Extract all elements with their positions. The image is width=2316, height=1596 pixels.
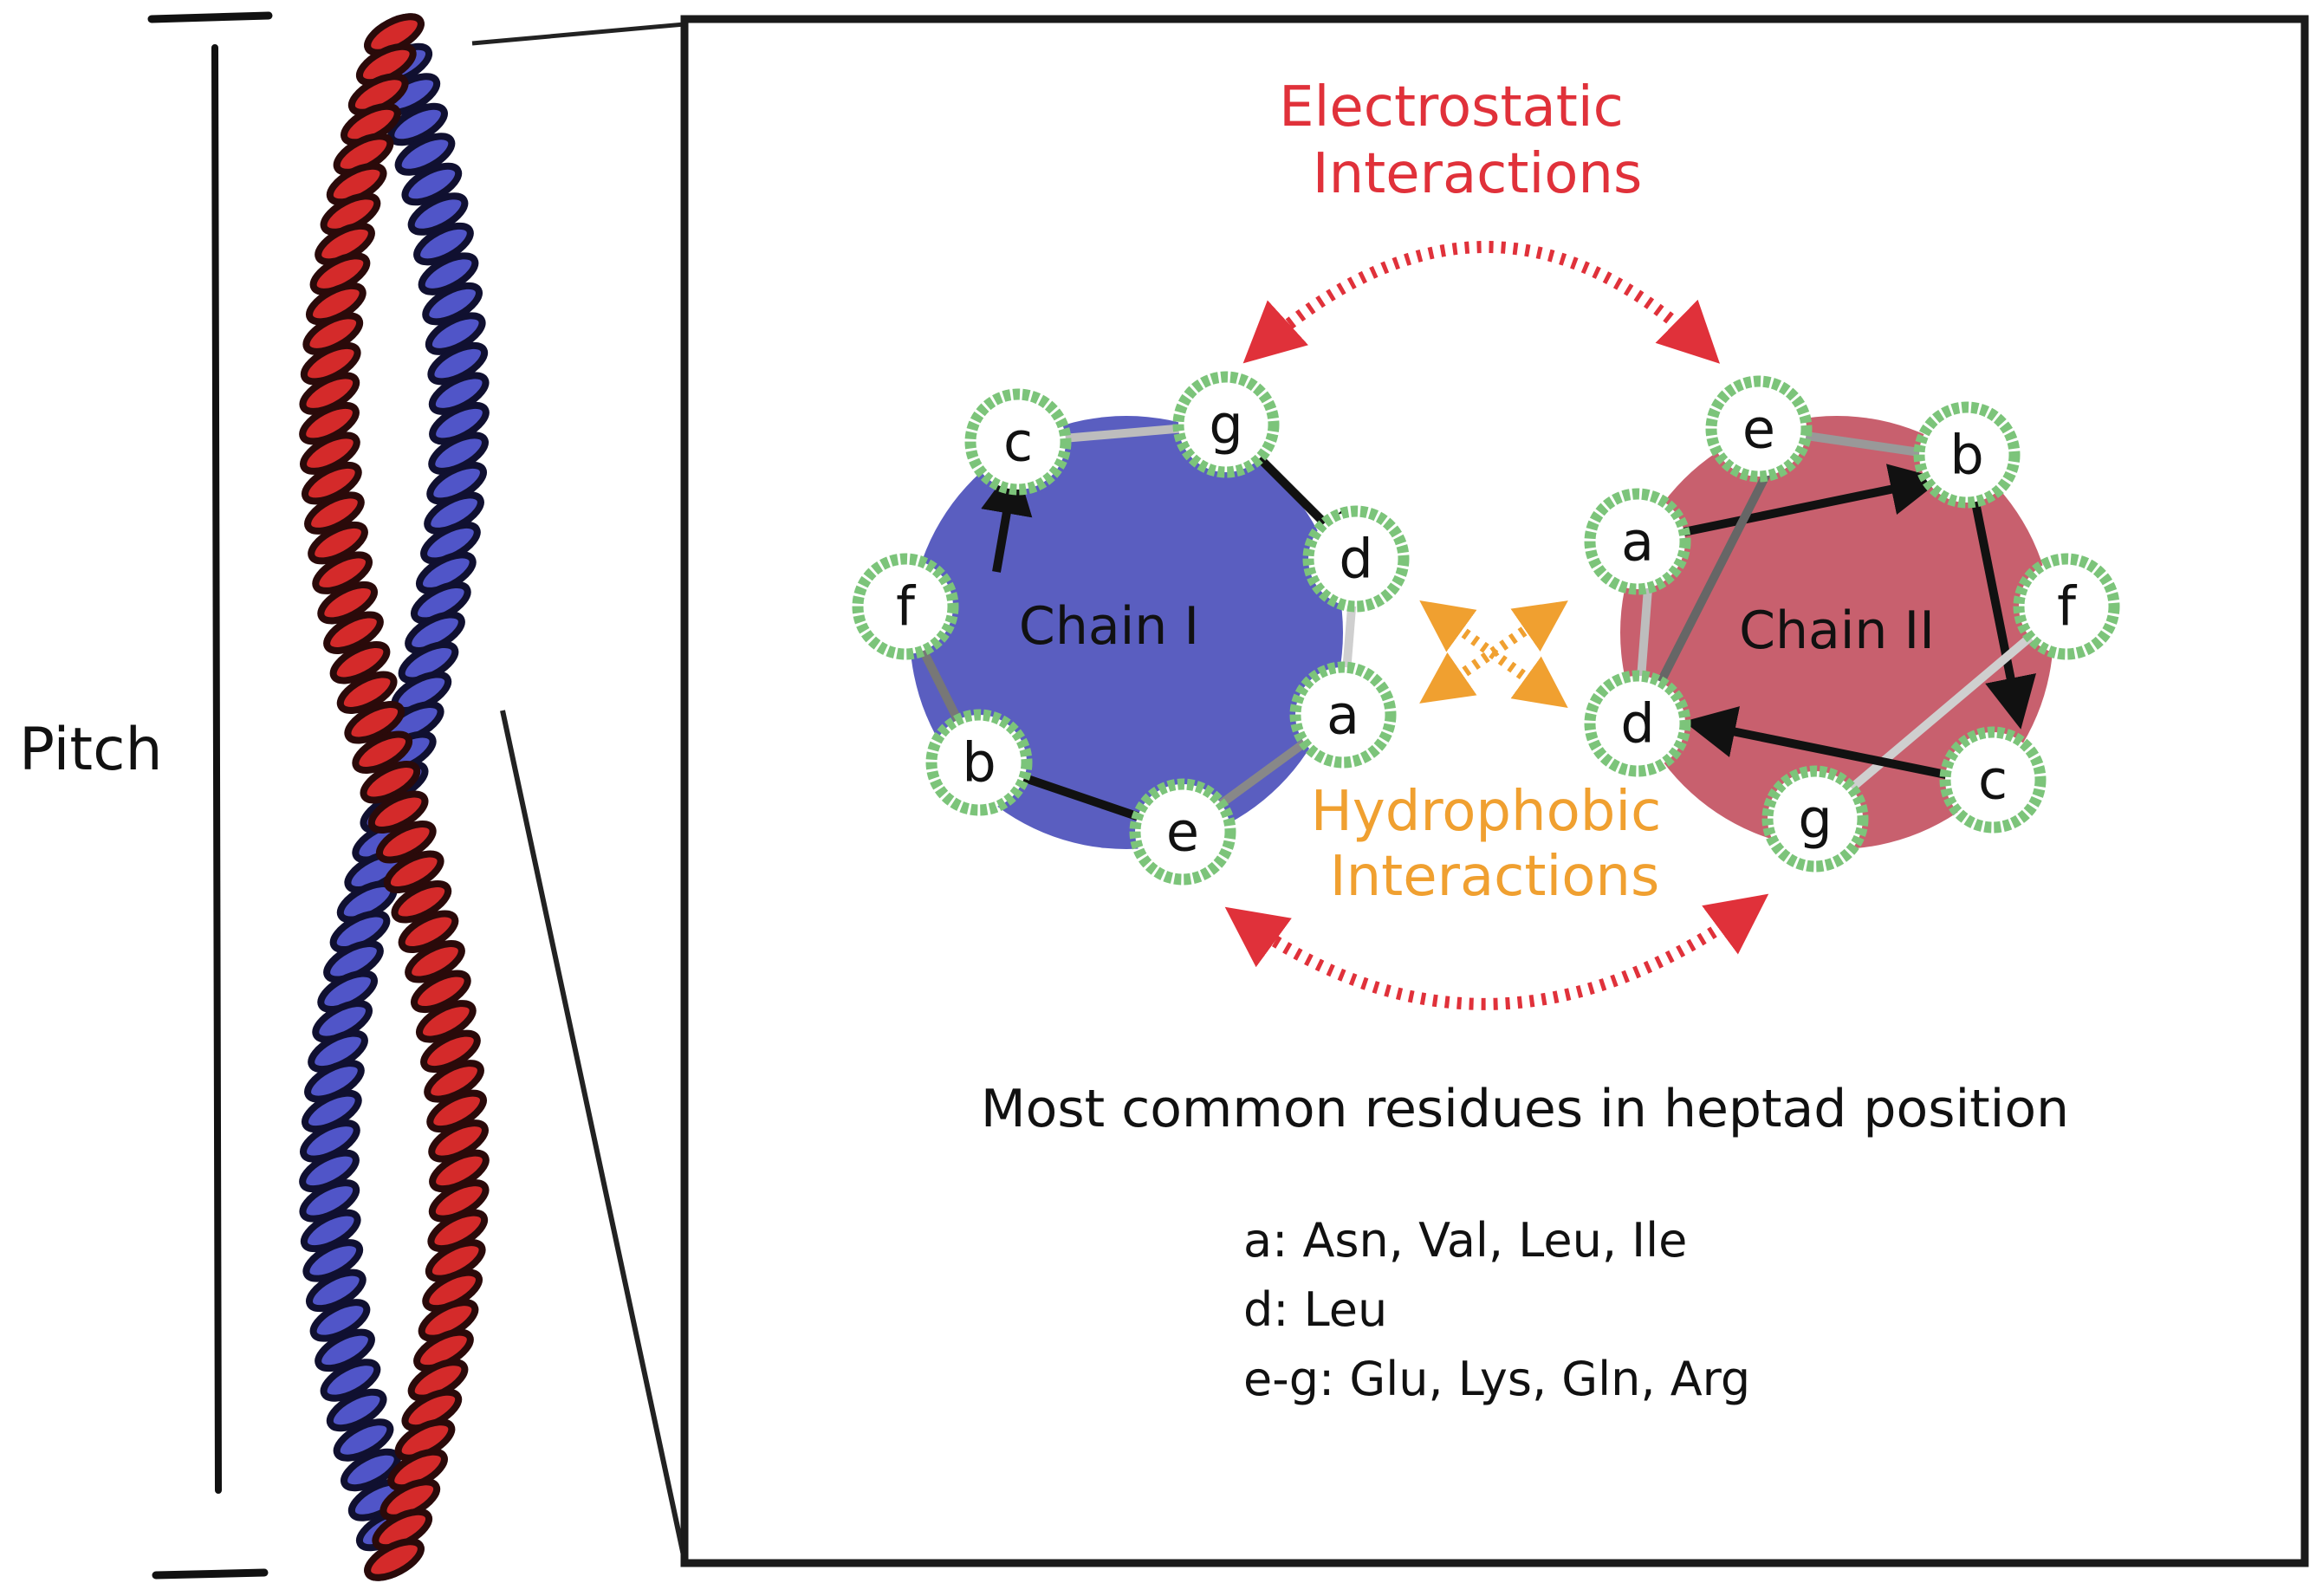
hydrophobic-label-line1: Hydrophobic	[1311, 780, 1662, 844]
info-line-eg: e-g: Glu, Lys, Gln, Arg	[1243, 1352, 1750, 1406]
chain-1-residue-g-label: g	[1209, 393, 1242, 457]
chain-1-residue-b: b	[925, 709, 1033, 816]
chain-2-residue-d: d	[1584, 670, 1691, 777]
chain-2-residue-f: f	[2013, 553, 2120, 660]
coiled-coil-helices	[299, 13, 490, 1581]
chain-1-residue-c: c	[964, 388, 1072, 496]
chain-2-residue-b: b	[1913, 401, 2021, 509]
chain-2-residue-a-label: a	[1621, 510, 1654, 574]
chain-2-label: Chain II	[1739, 600, 1935, 661]
residue-nodes: c g d a e b f e b f c g d a	[852, 371, 2120, 886]
chain-1-residue-b-label: b	[962, 731, 996, 795]
zoom-panel	[680, 15, 2309, 1567]
pitch-bracket	[147, 11, 273, 1580]
chain-1-residue-e: e	[1129, 778, 1236, 886]
chain-1-residue-a-label: a	[1327, 684, 1359, 747]
chain-1-residue-d: d	[1302, 505, 1410, 613]
electrostatic-label-line2: Interactions	[1313, 142, 1643, 206]
hydrophobic-arrows	[1419, 600, 1568, 709]
chain-2-residue-f-label: f	[2057, 575, 2078, 639]
chain-1-residue-f: f	[852, 553, 959, 660]
chain-1-label: Chain I	[1019, 596, 1199, 657]
chain-2-residue-c: c	[1939, 726, 2047, 834]
info-line-d: d: Leu	[1243, 1282, 1387, 1337]
chain-2-residue-g: g	[1761, 765, 1869, 873]
helix-red	[299, 13, 490, 1581]
chain-1-residue-g: g	[1172, 371, 1280, 478]
chain-1-residue-d-label: d	[1339, 528, 1372, 591]
hydrophobic-label-line2: Interactions	[1330, 845, 1660, 909]
chain-2-residue-c-label: c	[1978, 749, 2008, 812]
chain-2-residue-d-label: d	[1620, 692, 1654, 756]
chain-2-residue-b-label: b	[1949, 424, 1983, 487]
chain-1-residue-c-label: c	[1003, 411, 1033, 474]
chain-2-residue-e-label: e	[1742, 398, 1775, 461]
zoom-lines	[471, 22, 687, 1560]
chain-1-residue-f-label: f	[896, 575, 917, 639]
pitch-label: Pitch	[19, 716, 163, 784]
chain-2-residue-e: e	[1705, 375, 1813, 483]
info-line-a: a: Asn, Val, Leu, Ile	[1243, 1213, 1687, 1268]
electrostatic-label-line1: Electrostatic	[1279, 75, 1624, 139]
chain-2-residue-a: a	[1584, 488, 1691, 595]
electrostatic-arrow-bottom	[1224, 893, 1769, 1010]
chain-2-residue-g-label: g	[1798, 788, 1832, 851]
info-title: Most common residues in heptad position	[981, 1079, 2069, 1139]
chain-1-residue-a: a	[1289, 661, 1397, 769]
chain-1-residue-e-label: e	[1166, 801, 1199, 864]
electrostatic-arrow-top	[1242, 241, 1721, 364]
